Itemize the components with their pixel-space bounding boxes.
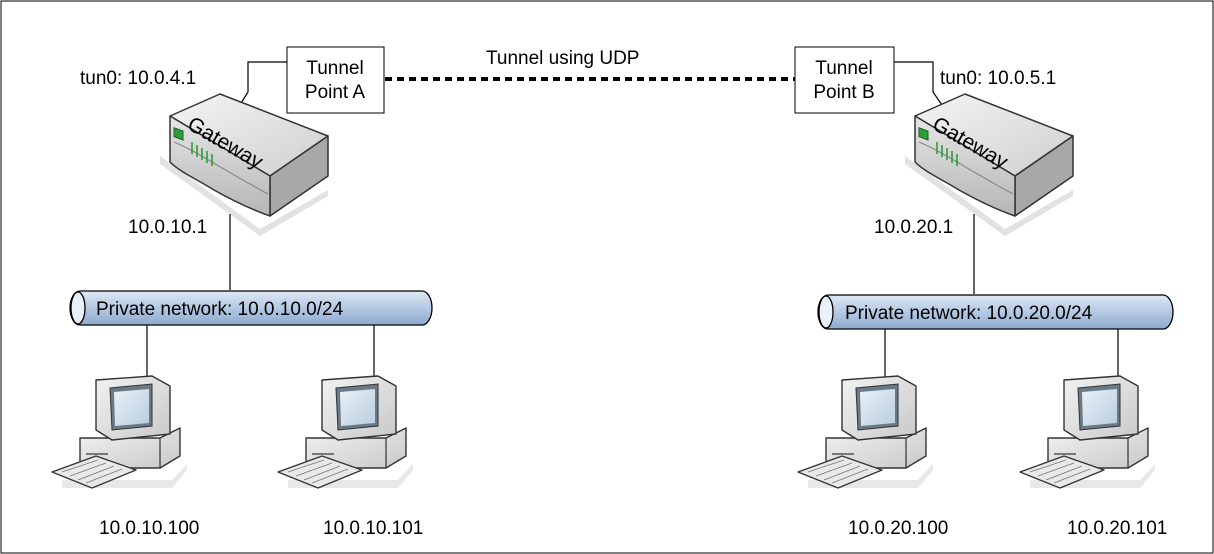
site-a-tunnel-connector	[237, 61, 287, 109]
tunnel-point-b-box	[794, 46, 895, 114]
tunnel-point-b-line2: Point B	[813, 82, 874, 103]
tunnel-point-a-box	[286, 46, 385, 114]
site-a-network-label: Private network: 10.0.10.0/24	[96, 299, 344, 320]
site-b-host1-ip: 10.0.20.100	[848, 518, 948, 539]
tunnel-label: Tunnel using UDP	[486, 48, 639, 69]
site-a-tun-label: tun0: 10.0.4.1	[80, 68, 196, 89]
tunnel-point-a-line1: Tunnel	[306, 58, 363, 79]
site-b-tunnel-connector	[894, 61, 945, 109]
site-b-host2-ip: 10.0.20.101	[1067, 518, 1167, 539]
site-a-host1-ip: 10.0.10.100	[99, 518, 199, 539]
site-a-network-pipe	[69, 290, 433, 326]
site-b-tun-label: tun0: 10.0.5.1	[940, 68, 1056, 89]
site-b-network-label: Private network: 10.0.20.0/24	[845, 303, 1093, 324]
site-b-gateway-ip: 10.0.20.1	[874, 217, 953, 238]
site-a-gateway-ip: 10.0.10.1	[128, 217, 207, 238]
site-a-host2-ip: 10.0.10.101	[323, 518, 423, 539]
tunnel-point-a-line2: Point A	[305, 82, 366, 103]
tunnel-point-b-line1: Tunnel	[815, 58, 872, 79]
site-b-network-pipe	[817, 294, 1174, 330]
